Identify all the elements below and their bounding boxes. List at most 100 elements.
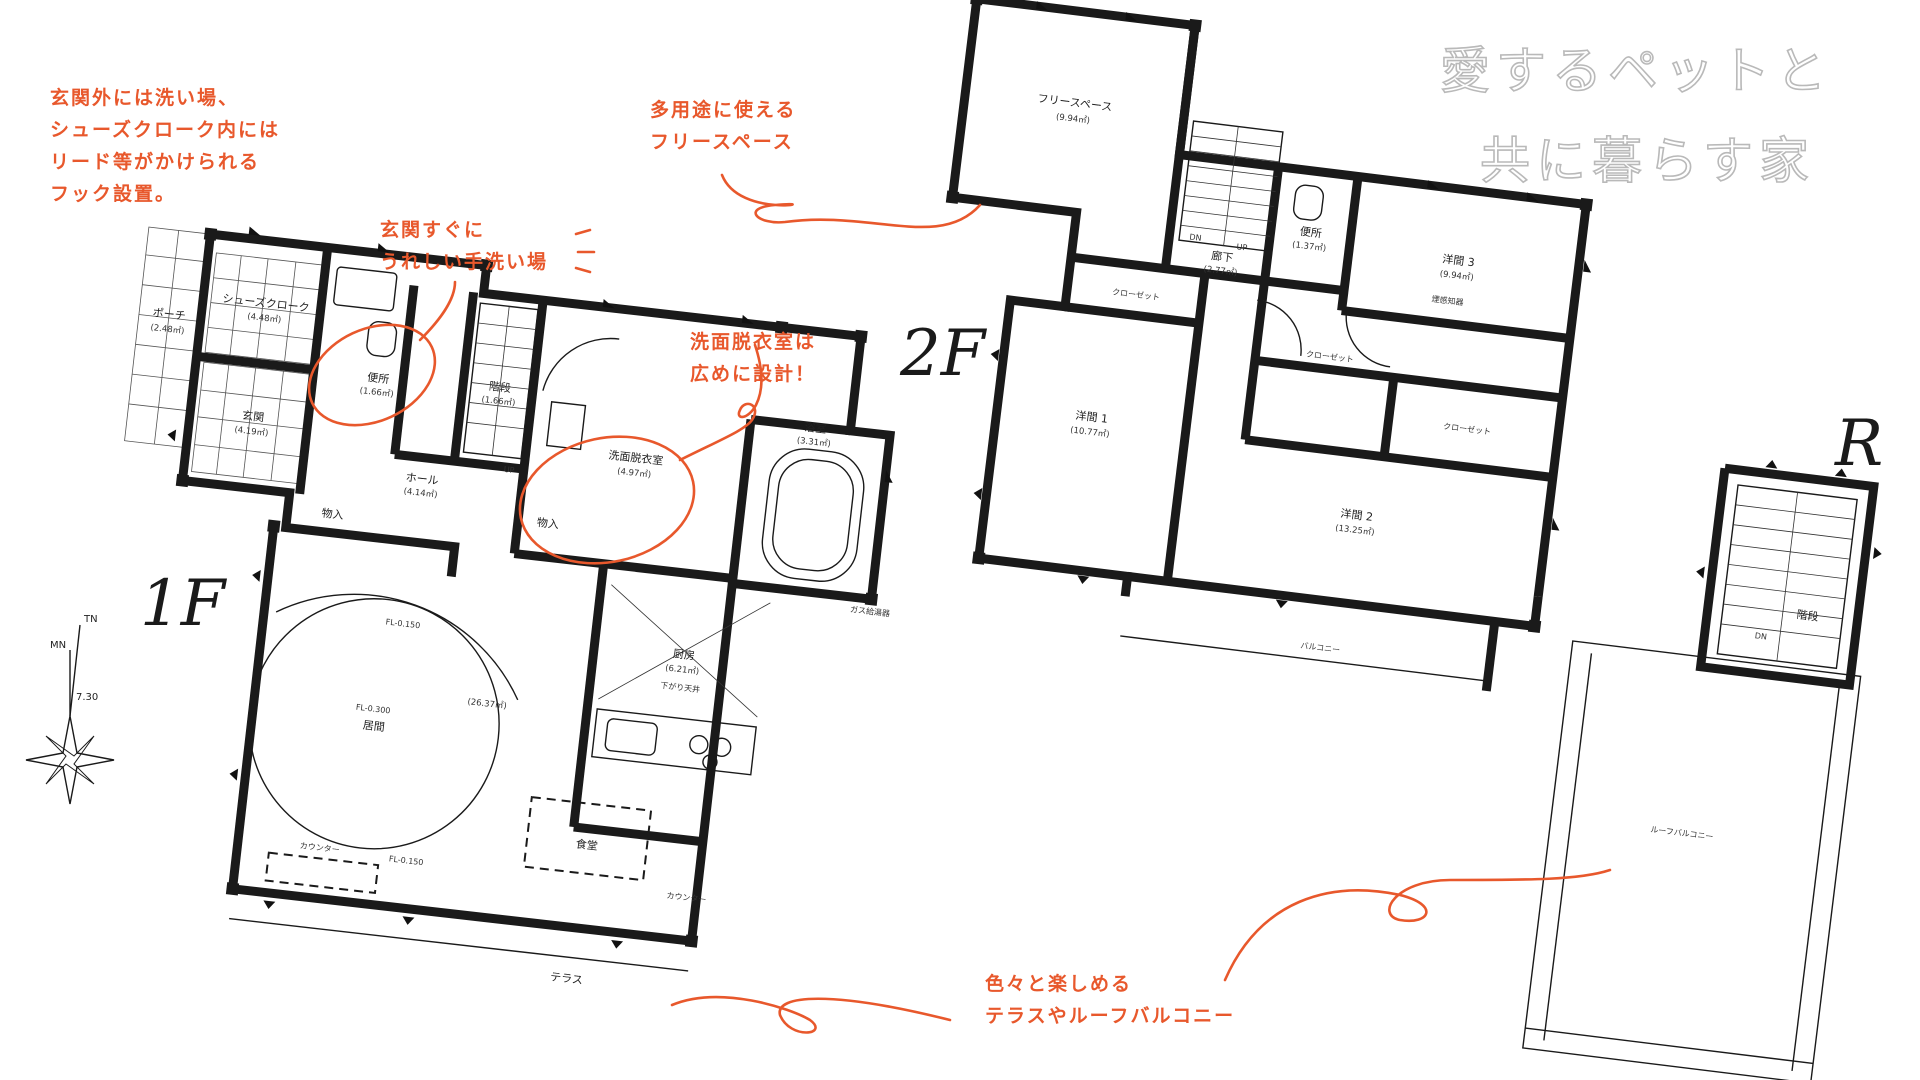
annotation-entrance-line-3: リード等がかけられる [50, 150, 260, 173]
handwash-accent-1 [574, 228, 592, 236]
stairs-up-label: UP [503, 465, 515, 475]
porch-area: (2.48㎡) [150, 323, 185, 337]
annotation-entrance-line-2: シューズクローク内には [50, 118, 280, 141]
annotation-handwash-line-2: うれしい手洗い場 [380, 250, 548, 273]
compass-star [25, 715, 115, 805]
annotation-entrance-line-4: フック設置。 [50, 182, 176, 205]
stairs-1f-area: (1.66㎡) [481, 395, 516, 409]
free-space-connector [720, 173, 982, 229]
corridor-area: (2.77㎡) [1203, 264, 1238, 278]
second-floor-columns [945, 0, 1594, 634]
stairs-1f-label: 階段 [488, 379, 511, 395]
smoke-detector-label: 煙感知器 [1431, 293, 1464, 307]
stove-burner-3 [702, 754, 718, 770]
counter-1-label: カウンター [299, 841, 340, 854]
stove-burner-2 [711, 737, 732, 757]
terrace-edge [229, 917, 689, 972]
annotation-entrance-line-1: 玄関外には洗い場、 [50, 86, 239, 109]
counter-2-label: カウンター [666, 891, 707, 904]
washroom-highlight-circle [518, 435, 696, 565]
floor-level-1: FL-0.150 [385, 617, 421, 630]
dining-label: 食堂 [575, 836, 598, 852]
first-floor-stairs [462, 302, 539, 460]
second-floor-stairs [1178, 120, 1284, 252]
western-room-1-label: 洋間 1 [1075, 408, 1109, 426]
second-floor-window-marks [973, 1, 1592, 609]
floor-label-2f: 2F [899, 317, 988, 391]
washroom-area: (4.97㎡) [617, 467, 652, 481]
handwash-connector [418, 280, 457, 342]
closet-2-label: クローゼット [1305, 349, 1354, 365]
stove-burner-1 [689, 734, 709, 755]
annotation-texts: 玄関外には洗い場、 シューズクローク内には リード等がかけられる フック設置。 … [50, 86, 1235, 1027]
north-compass: TN MN 7.30 [25, 614, 115, 805]
western-room-1-area: (10.77㎡) [1070, 425, 1110, 440]
annotation-handwash-line-1: 玄関すぐに [380, 218, 485, 241]
living-sunken-circle [248, 598, 500, 850]
western-room-3-area: (9.94㎡) [1439, 269, 1474, 283]
floor-label-roof: R [1834, 407, 1883, 481]
annotation-terrace-line-2: テラスやルーフバルコニー [985, 1005, 1235, 1027]
storage-2-label: 物入 [536, 515, 559, 531]
closet-3-label: クローゼット [1443, 421, 1492, 437]
annotation-washroom-line-2: 広めに設計！ [690, 362, 816, 385]
living-area: (26.37㎡) [467, 697, 507, 711]
floor-level-2: FL-0.300 [355, 703, 391, 716]
stairs-dn-2f: DN [1189, 232, 1202, 242]
entrance-label: 玄関 [241, 408, 264, 424]
handwash-accent-3 [574, 266, 592, 274]
living-outer-arc [275, 593, 519, 701]
storage-1-label: 物入 [321, 506, 344, 522]
roof-stairs-label: 階段 [1796, 607, 1820, 624]
roof-stairs [1716, 484, 1858, 670]
shoes-closet-area: (4.48㎡) [247, 312, 282, 326]
bath-label: 浴室 [804, 420, 827, 436]
bath-area: (3.31㎡) [796, 436, 831, 450]
kitchen-sink [604, 718, 658, 756]
roof-plan: DN 階段 ルーフバルコニー [1522, 459, 1882, 1080]
stairs-up-2f: UP [1236, 242, 1248, 252]
declination-label: 7.30 [76, 692, 98, 703]
washroom-basin [545, 401, 587, 451]
door-swing-2f-2 [1345, 311, 1391, 368]
annotation-freespace-line-2: フリースペース [650, 131, 794, 153]
toilet-fixture-2f [1292, 184, 1325, 221]
porch-tile-grid [124, 226, 327, 485]
gas-heater-label: ガス給湯器 [850, 604, 891, 618]
roof-stairs-dn: DN [1754, 631, 1767, 641]
bathtub-inner [772, 458, 855, 572]
corridor-label: 廊下 [1211, 248, 1235, 265]
terrace-label: テラス [549, 970, 583, 987]
door-swing-2f-1 [1257, 299, 1302, 356]
magnetic-north-label: MN [50, 640, 66, 651]
toilet-2f-area: (1.37㎡) [1292, 240, 1327, 254]
free-space-area: (9.94㎡) [1055, 112, 1090, 126]
title-line-2: 共に暮らす家 [1480, 132, 1815, 190]
toilet-2f-label: 便所 [1299, 225, 1322, 241]
hall-area: (4.14㎡) [403, 487, 438, 501]
bathtub [761, 448, 865, 582]
terrace-bench [264, 851, 380, 895]
handwash-basin [333, 266, 398, 312]
washroom-label: 洗面脱衣室 [608, 448, 664, 468]
toilet-1f-label: 便所 [367, 371, 390, 386]
dining-table [522, 795, 653, 882]
kitchen-counter [591, 708, 757, 776]
closet-1-label: クローゼット [1112, 286, 1161, 302]
kitchen-label: 厨房 [672, 647, 695, 662]
washroom-door-swing [542, 337, 620, 391]
first-floor-labels: ポーチ (2.48㎡) シューズクローク (4.48㎡) 玄関 (4.19㎡) … [150, 291, 891, 987]
free-space-label: フリースペース [1037, 92, 1113, 114]
roof-window-marks [1696, 459, 1882, 579]
porch-label: ポーチ [152, 306, 186, 323]
annotation-washroom-line-1: 洗面脱衣室は [690, 330, 816, 353]
western-room-2-label: 洋間 2 [1340, 506, 1374, 524]
roof-walls [1522, 463, 1879, 1080]
ceiling-diagonal-2 [598, 602, 771, 700]
title-line-1: 愛するペットと [1440, 42, 1832, 100]
compass-star-inner [45, 735, 95, 785]
western-room-3-label: 洋間 3 [1442, 251, 1476, 269]
second-floor-walls [947, 0, 1592, 692]
